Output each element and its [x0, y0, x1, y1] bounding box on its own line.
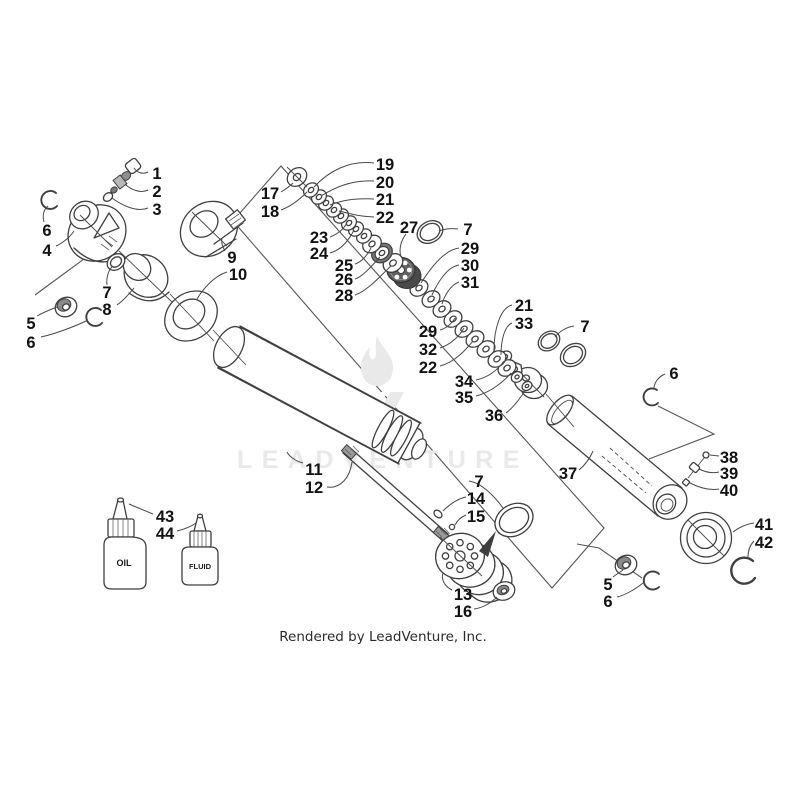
callout-label: 9: [227, 249, 236, 267]
part-c-ring-6-right: [642, 387, 659, 407]
callout-label: 13: [454, 586, 472, 604]
callout-label: 34: [455, 373, 474, 391]
callout-label: 7: [580, 318, 589, 336]
part-snap-ring-6-top-left: [40, 190, 58, 210]
callout-label: 12: [305, 479, 323, 497]
part-o-ring-3: [102, 192, 114, 202]
callout-label: 8: [102, 301, 111, 319]
callout-label: 35: [455, 389, 473, 407]
callout-label: 37: [559, 465, 577, 483]
callout-label: 7: [102, 284, 111, 302]
callout-label: 19: [376, 156, 394, 174]
part-valve-2: [110, 171, 132, 194]
part-ball-15: [448, 523, 456, 531]
part-snap-clip-42: [730, 556, 757, 585]
fluid-bottle-label: FLUID: [189, 562, 212, 571]
direction-arrow-icon: [479, 531, 496, 557]
callout-label: 25: [335, 257, 353, 275]
callout-label: 43: [156, 508, 174, 526]
callout-label: 23: [310, 229, 328, 247]
callout-label: 6: [26, 334, 35, 352]
callout-label: 20: [376, 174, 394, 192]
part-c-ring-6-left-mid: [85, 307, 103, 327]
callout-label: 31: [461, 274, 479, 292]
callout-label: 22: [419, 359, 437, 377]
fluid-bottle: FLUID: [181, 513, 219, 586]
callout-label: 18: [261, 203, 279, 221]
washers-25-26-28: [362, 234, 404, 273]
callout-label: 1: [152, 165, 161, 183]
part-reservoir-body-37: [545, 393, 688, 520]
callout-label: 26: [335, 271, 353, 289]
callout-label: 22: [376, 209, 394, 227]
part-sleeve-8: [118, 250, 174, 304]
part-eyelet-washer-41: [679, 511, 733, 565]
callout-label: 41: [755, 516, 773, 534]
callout-label: 14: [467, 490, 486, 508]
callout-label: 2: [152, 183, 161, 201]
callout-label: 17: [261, 185, 279, 203]
callout-label: 32: [419, 341, 437, 359]
callout-label: 36: [485, 407, 503, 425]
callout-label: 3: [152, 201, 161, 219]
callout-label: 5: [26, 315, 35, 333]
part-head-assembly-4: [67, 200, 127, 263]
part-c-ring-6-bottom-right: [642, 570, 660, 591]
callout-label: 6: [42, 222, 51, 240]
shim-stack-lower: [409, 279, 533, 392]
part-fastener-38-39-40: [681, 451, 710, 487]
callout-label: 6: [669, 365, 678, 383]
part-washer-16: [492, 581, 516, 601]
part-pin-14: [433, 509, 443, 519]
callout-label: 15: [467, 508, 485, 526]
callout-label: 27: [400, 219, 418, 237]
render-credit: Rendered by LeadVenture, Inc.: [279, 629, 487, 645]
callout-label: 16: [454, 603, 472, 621]
part-seal-cup-7-left: [106, 253, 126, 271]
part-body-tube-11: [212, 325, 428, 465]
callout-numbers: 1 2 3 6 4 7 8 5 6 9 10 17 18 19 20 21 22…: [26, 156, 773, 621]
callout-label: 39: [720, 465, 738, 483]
part-bushing-5-right: [614, 554, 638, 576]
callout-label: 21: [515, 297, 533, 315]
part-bushing-5-left: [54, 296, 78, 318]
callout-label: 6: [603, 593, 612, 611]
callout-label: 29: [461, 240, 479, 258]
callout-label: 33: [515, 315, 533, 333]
callout-label: 38: [720, 449, 738, 467]
seal-rings-7-right: [537, 330, 587, 368]
oil-bottle-label: OIL: [117, 558, 133, 568]
part-washer-10: [164, 290, 218, 342]
callout-label: 42: [755, 534, 773, 552]
oil-bottle: OIL: [103, 497, 147, 590]
callout-label: 44: [156, 525, 175, 543]
part-seal-ring-7-bottom: [494, 502, 534, 538]
callout-label: 21: [376, 191, 394, 209]
callout-label: 40: [720, 482, 738, 500]
callout-label: 29: [419, 323, 437, 341]
callout-label: 4: [42, 242, 52, 260]
part-washer-17: [286, 166, 308, 188]
callout-leader-lines: [36, 162, 755, 610]
shim-stack-upper: [302, 182, 373, 244]
callout-label: 7: [463, 221, 472, 239]
callout-label: 28: [335, 287, 353, 305]
part-o-ring-7-mid: [416, 220, 444, 244]
callout-label: 10: [229, 266, 247, 284]
callout-label: 11: [305, 461, 322, 479]
callout-label: 5: [603, 576, 612, 594]
callout-label: 7: [474, 473, 483, 491]
part-spring-retainer-9: [179, 200, 247, 258]
callout-label: 30: [461, 257, 479, 275]
callout-label: 24: [310, 245, 329, 263]
